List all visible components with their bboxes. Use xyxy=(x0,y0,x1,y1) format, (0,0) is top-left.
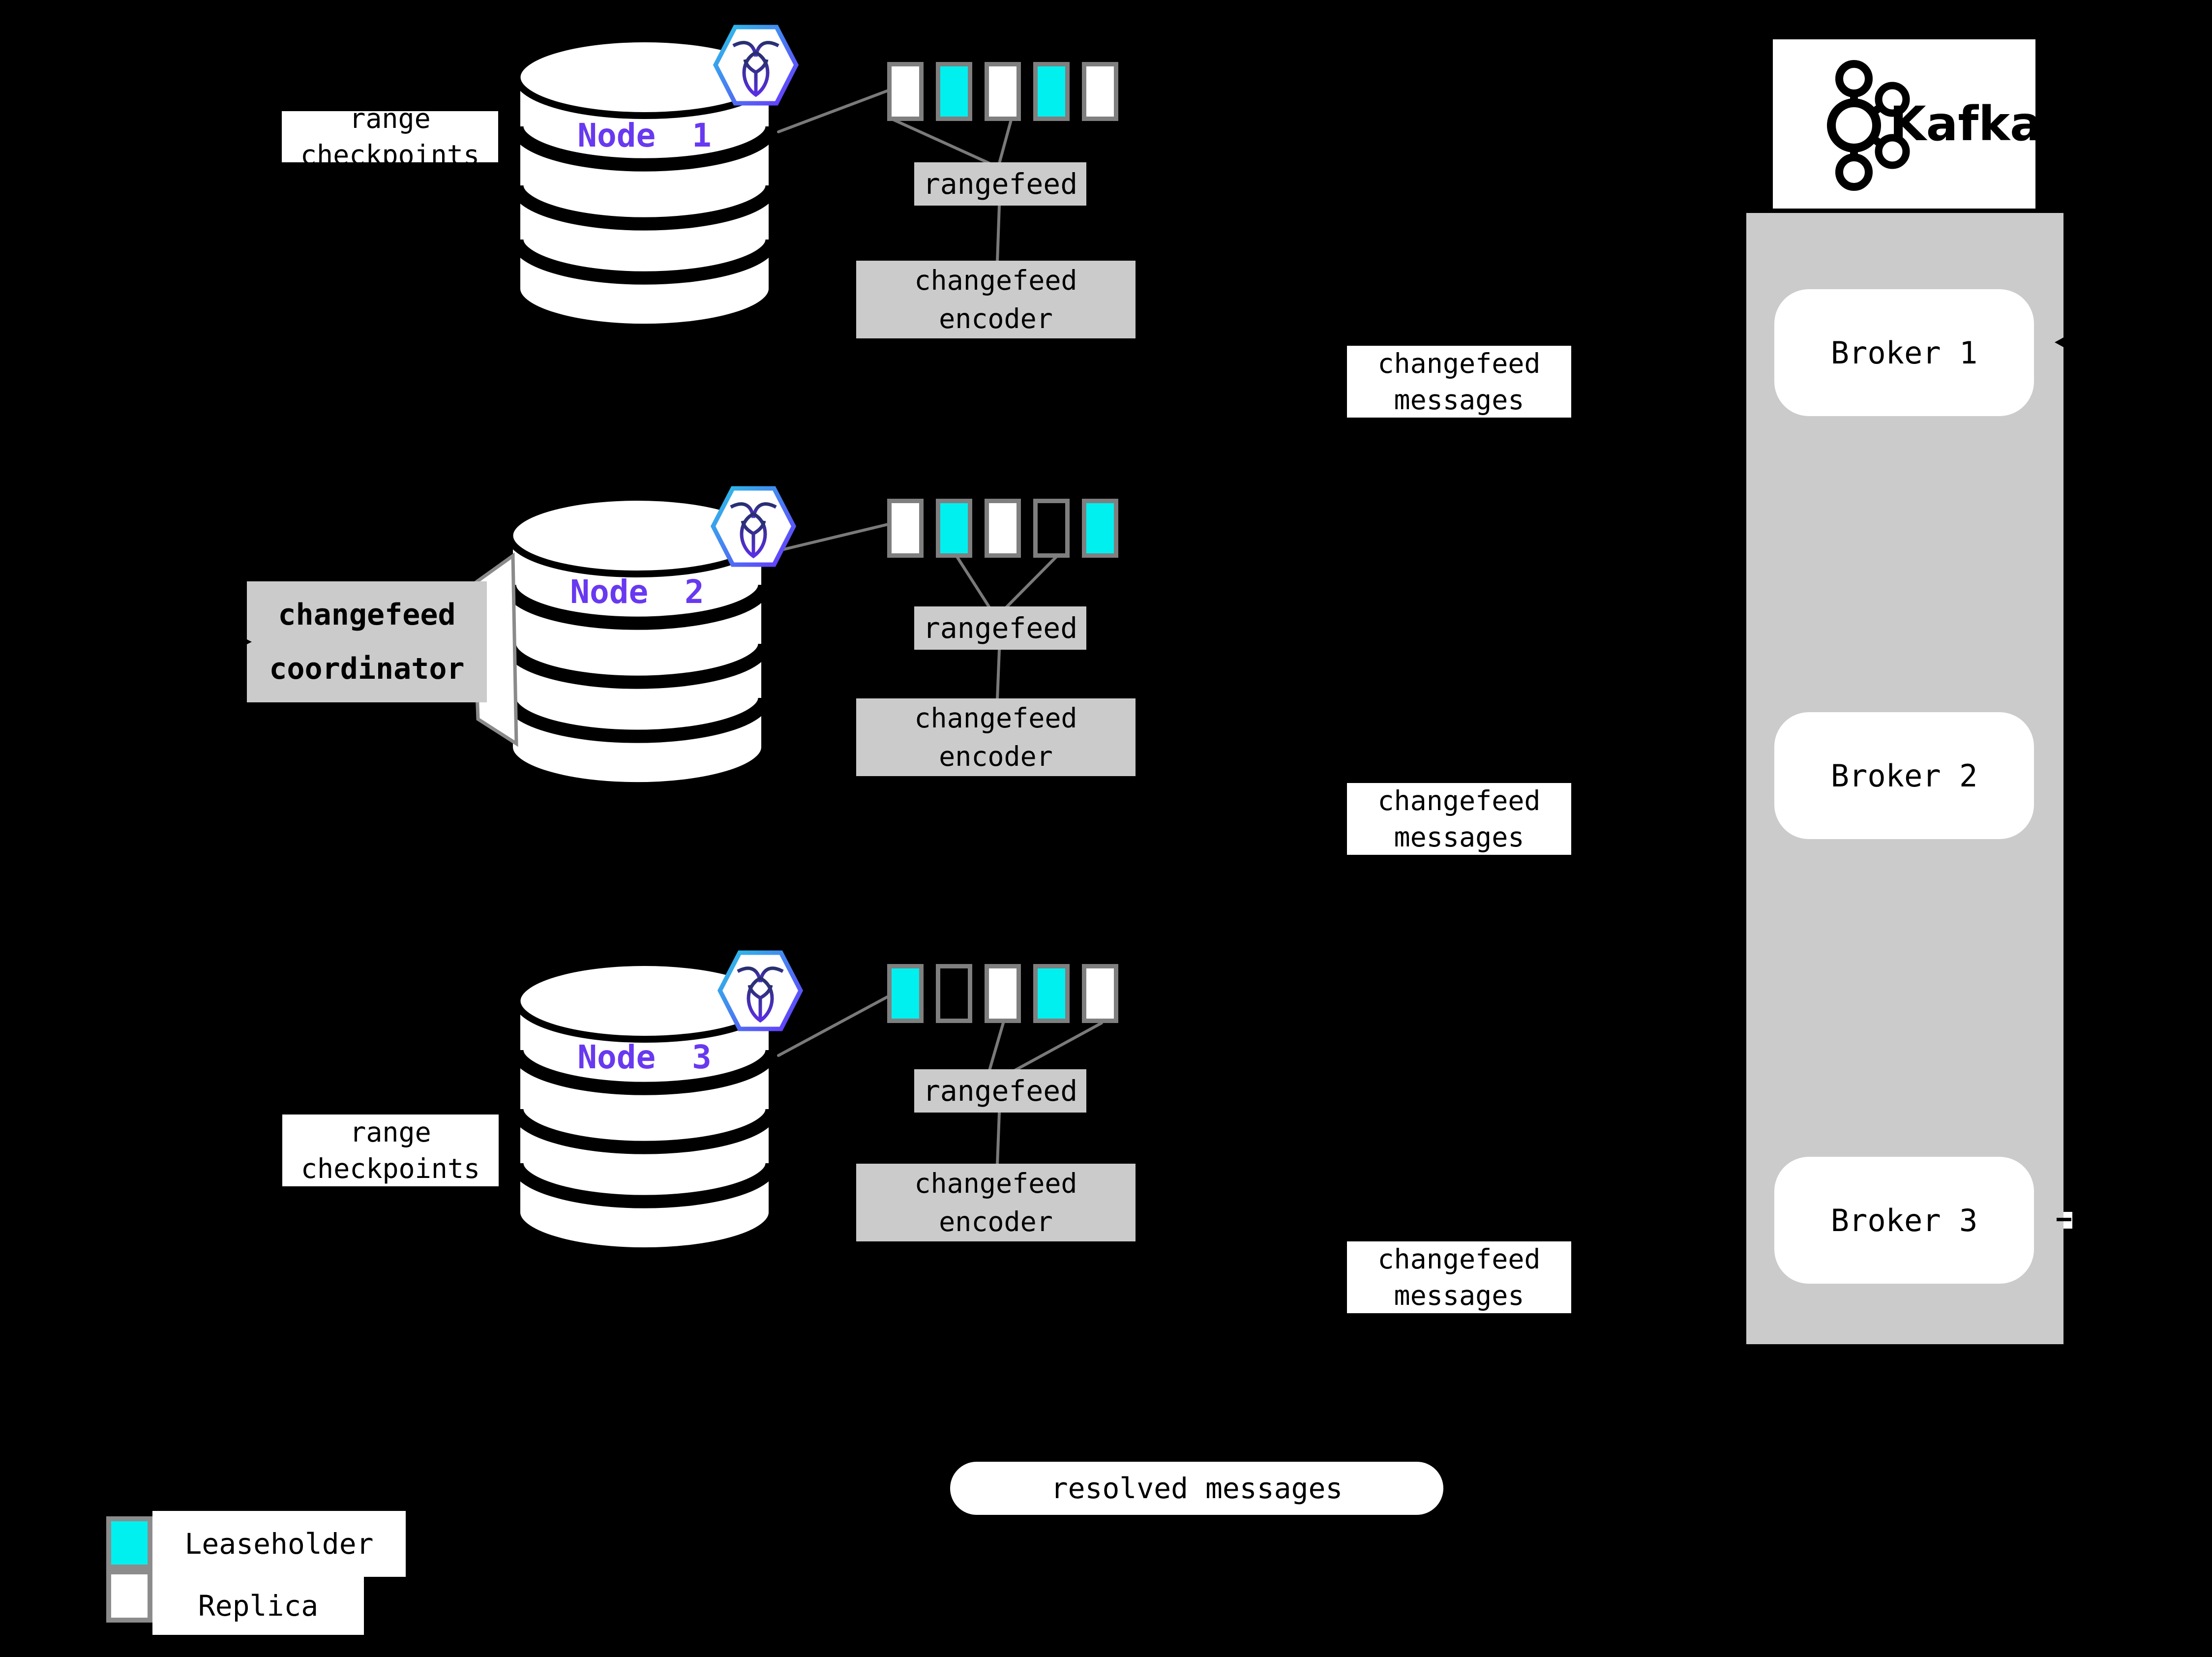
range-square xyxy=(1082,499,1118,558)
node1-to-ranges-line xyxy=(777,89,890,133)
node3-to-ranges-line xyxy=(777,995,890,1057)
label-line: checkpoints xyxy=(300,139,480,162)
node3-range3-to-rangefeed-line xyxy=(988,1022,1005,1072)
node2-label: Node 2 xyxy=(570,572,704,611)
label-line: changefeed xyxy=(914,1168,1077,1199)
node2-range2-to-rangefeed-line xyxy=(956,555,991,609)
node1-label: Node 1 xyxy=(577,116,712,154)
node2-range4-to-rangefeed-line xyxy=(1005,555,1058,609)
arrowhead-into-coordinator xyxy=(235,633,252,650)
label-line: changefeed xyxy=(914,265,1077,296)
label-line: range xyxy=(350,1116,431,1148)
changefeed-encoder-box: changefeed encoder xyxy=(856,1164,1136,1241)
range-square xyxy=(1082,62,1118,121)
node3-range5-to-rangefeed-line xyxy=(1014,1022,1103,1072)
range-square xyxy=(985,62,1021,121)
node1-rangefeed-to-encoder-line xyxy=(996,204,1001,263)
changefeed-messages-label: changefeed messages xyxy=(1347,783,1571,855)
label-line: changefeed xyxy=(1377,1243,1541,1275)
label-line: messages xyxy=(1394,821,1524,853)
label-line: coordinator xyxy=(269,652,465,686)
arrowhead-into-broker1 xyxy=(2055,336,2065,348)
range-square xyxy=(887,499,924,558)
broker-box: Broker 1 xyxy=(1774,289,2034,416)
kafka-logo-box: Kafka xyxy=(1773,39,2042,209)
node3-label: Node 3 xyxy=(577,1038,712,1076)
range-square xyxy=(887,964,924,1023)
range-square xyxy=(936,499,972,558)
node1-range1-to-rangefeed-line xyxy=(893,119,991,165)
changefeed-encoder-box: changefeed encoder xyxy=(856,261,1136,338)
range-square xyxy=(887,62,924,121)
range-square xyxy=(1082,964,1118,1023)
node2-to-ranges-line xyxy=(764,523,890,555)
resolved-messages-pill: resolved messages xyxy=(950,1462,1443,1515)
changefeed-coordinator-box: changefeed coordinator xyxy=(247,581,487,702)
legend-label-replica: Replica xyxy=(152,1577,364,1635)
label-line: encoder xyxy=(939,741,1053,772)
legend-label-leaseholder: Leaseholder xyxy=(152,1511,406,1577)
range-checkpoints-label-node1: range checkpoints xyxy=(282,111,498,162)
label-line: messages xyxy=(1394,1280,1524,1311)
label-line: encoder xyxy=(939,303,1053,334)
range-square xyxy=(985,499,1021,558)
range-checkpoints-label-node3: range checkpoints xyxy=(282,1115,499,1186)
arrow-dash-broker3 xyxy=(2057,1218,2071,1221)
rangefeed-box: rangefeed xyxy=(914,1069,1086,1113)
range-square xyxy=(985,964,1021,1023)
legend-swatch-replica xyxy=(106,1569,152,1623)
changefeed-messages-label: changefeed messages xyxy=(1347,346,1571,418)
broker-box: Broker 2 xyxy=(1774,712,2034,839)
label-line: messages xyxy=(1394,384,1524,416)
kafka-wordmark: Kafka xyxy=(1889,96,2042,151)
legend-swatch-leaseholder xyxy=(106,1516,152,1569)
range-square xyxy=(1033,62,1070,121)
range-square xyxy=(936,964,972,1023)
label-line: encoder xyxy=(939,1206,1053,1237)
label-line: changefeed xyxy=(1377,348,1541,379)
rangefeed-box: rangefeed xyxy=(914,162,1086,206)
changefeed-encoder-box: changefeed encoder xyxy=(856,698,1136,776)
node3-rangefeed-to-encoder-line xyxy=(996,1111,1001,1166)
node1-range3-to-rangefeed-line xyxy=(998,119,1013,165)
rangefeed-box: rangefeed xyxy=(914,606,1086,650)
broker-box: Broker 3 xyxy=(1774,1157,2034,1284)
range-square xyxy=(1033,499,1070,558)
label-line: changefeed xyxy=(278,598,456,632)
range-square xyxy=(1033,964,1070,1023)
label-line: changefeed xyxy=(1377,785,1541,816)
label-line: range xyxy=(349,111,431,134)
changefeed-messages-label: changefeed messages xyxy=(1347,1241,1571,1313)
range-square xyxy=(936,62,972,121)
node2-rangefeed-to-encoder-line xyxy=(996,648,1001,701)
label-line: checkpoints xyxy=(300,1153,480,1184)
label-line: changefeed xyxy=(914,702,1077,734)
